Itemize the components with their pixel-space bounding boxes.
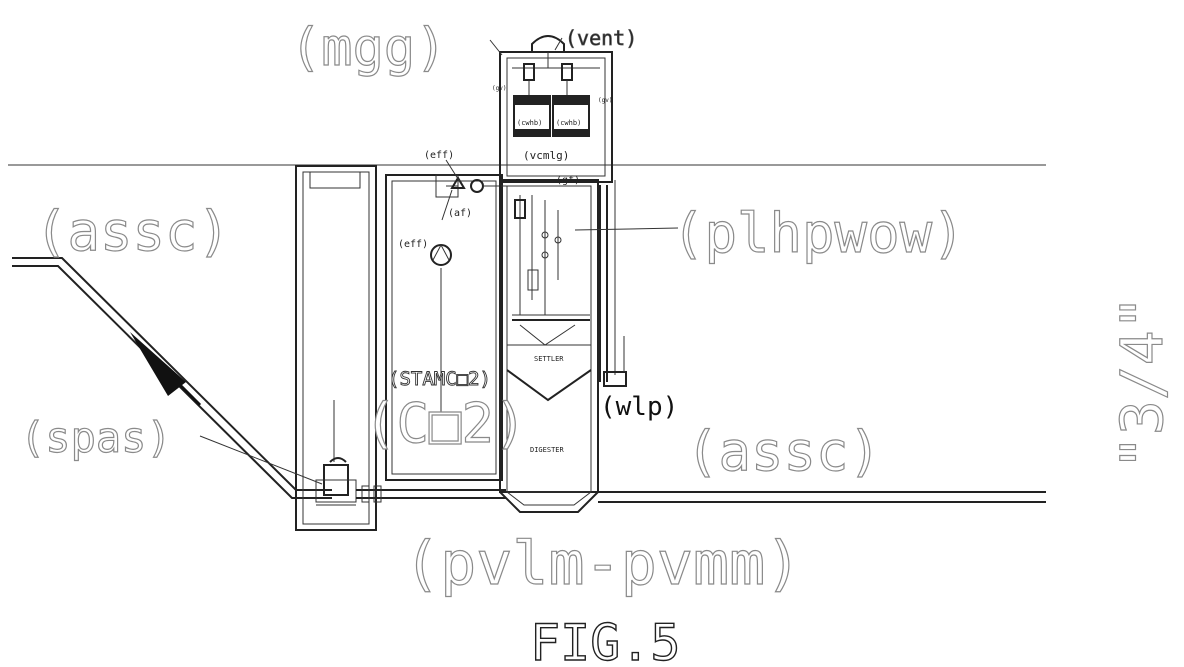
effluent-pump-icon: [430, 174, 510, 415]
gf-label: (gf): [556, 175, 580, 186]
vcmlg-label: (vcmlg): [523, 149, 569, 162]
heater-label-right: (cwhb): [556, 119, 581, 127]
discharge-pipe: [356, 485, 506, 503]
digester-label: DIGESTER: [530, 446, 565, 454]
gas-valve-label-right: (gv): [598, 97, 612, 104]
af-label: (af): [448, 208, 472, 219]
wlp-label: (wlp): [600, 392, 678, 422]
leader-lines: [199, 37, 679, 485]
right-riser-pipe: [599, 180, 616, 382]
water-heater-left: [513, 95, 551, 137]
eff-top-label: (eff): [424, 150, 454, 161]
pump-chamber: [295, 165, 377, 531]
assc-label-left: (assc): [35, 200, 230, 263]
mgg-label: (mgg): [290, 18, 447, 78]
eff-mid-label: (eff): [398, 239, 428, 250]
digester-bottom: [499, 491, 599, 513]
pvlm-pvmm-label: (pvlm-pvmm): [404, 529, 801, 599]
co2-label: (C□2): [364, 392, 527, 455]
treatment-tank: [499, 179, 599, 493]
gas-valves: [512, 63, 600, 96]
plhpwow-label: (plhpwow): [672, 202, 965, 265]
water-heater-right: [552, 95, 590, 137]
stamco2-label: (STAMC□2): [388, 368, 491, 390]
gas-valve-label-left: (gv): [492, 85, 506, 92]
heater-label-left: (cwhb): [517, 119, 542, 127]
settler-label: SETTLER: [534, 355, 564, 363]
ground-line-bottom: [598, 491, 1046, 503]
flow-arrow-icon: [130, 332, 202, 407]
tank-internals: [512, 195, 590, 346]
figure-label: FIG.5: [530, 614, 681, 667]
assc-label-right: (assc): [686, 420, 881, 483]
riser-column: [499, 51, 613, 183]
scale-note: "3/4": [1108, 295, 1176, 470]
spas-label: (spas): [20, 413, 172, 462]
water-level-pump-icon: [603, 336, 627, 387]
vent-cap-icon: [531, 35, 565, 68]
settler-cone: [506, 344, 592, 402]
vent-label: (vent): [565, 26, 637, 50]
